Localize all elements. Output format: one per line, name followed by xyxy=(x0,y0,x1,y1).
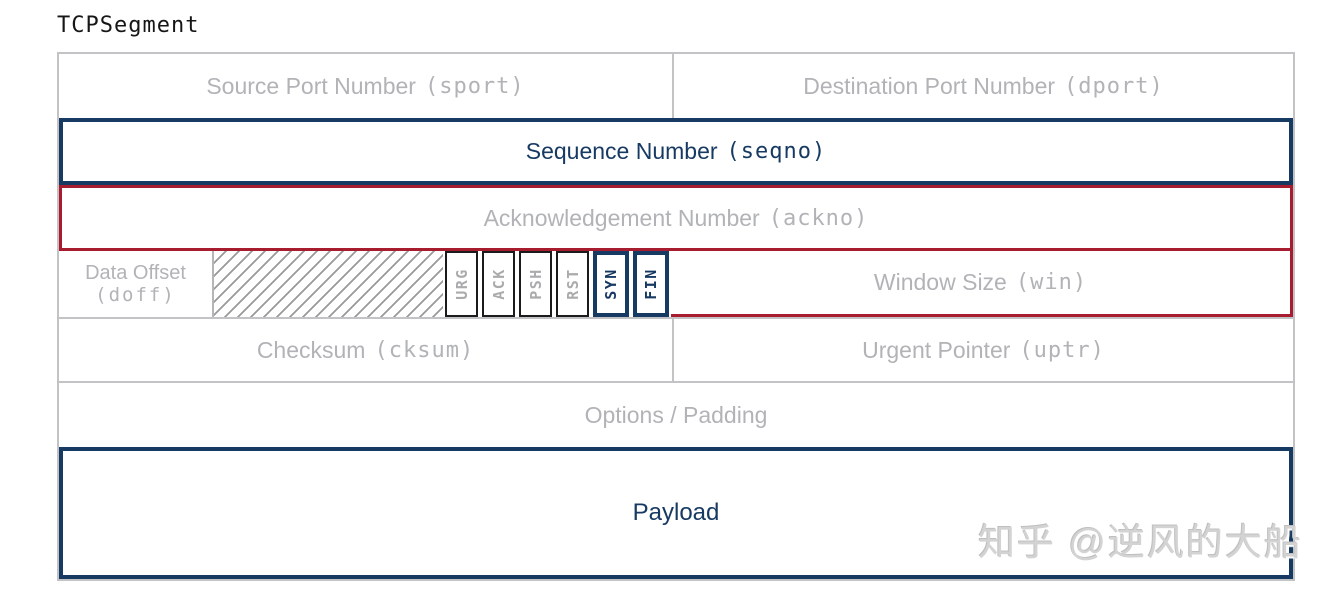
flag-urg-label: URG xyxy=(452,268,471,300)
row-flags: Data Offset (doff) URG ACK PSH RST SYN F… xyxy=(59,251,1293,317)
sequence-number-code: (seqno) xyxy=(726,139,827,164)
window-size-label: Window Size xyxy=(873,269,1007,295)
diagram-title: TCPSegment xyxy=(57,13,200,38)
field-sequence-number: Sequence Number (seqno) xyxy=(59,118,1293,185)
flag-rst-label: RST xyxy=(563,268,582,300)
data-offset-code: (doff) xyxy=(95,283,176,306)
field-window-size: Window Size (win) xyxy=(671,251,1293,317)
destination-port-code: (dport) xyxy=(1064,73,1164,99)
options-padding-label: Options / Padding xyxy=(584,401,768,428)
flag-fin: FIN xyxy=(633,251,669,317)
row-ports: Source Port Number (sport) Destination P… xyxy=(59,54,1293,118)
sequence-number-label: Sequence Number xyxy=(525,138,718,164)
flag-fin-label: FIN xyxy=(642,268,660,300)
field-source-port: Source Port Number (sport) xyxy=(59,54,674,118)
flag-psh-label: PSH xyxy=(526,268,545,300)
checksum-code: (cksum) xyxy=(374,337,475,363)
field-acknowledgement-number: Acknowledgement Number (ackno) xyxy=(59,185,1293,251)
field-options-padding: Options / Padding xyxy=(59,383,1293,447)
urgent-pointer-code: (uptr) xyxy=(1019,337,1105,363)
data-offset-label: Data Offset xyxy=(85,261,186,284)
reserved-bits-hatched-area xyxy=(212,251,443,317)
destination-port-label: Destination Port Number xyxy=(803,72,1056,99)
acknowledgement-number-label: Acknowledgement Number xyxy=(483,204,760,231)
flag-psh: PSH xyxy=(519,251,552,317)
checksum-label: Checksum xyxy=(256,336,366,363)
payload-label: Payload xyxy=(632,499,720,526)
flag-syn: SYN xyxy=(593,251,629,317)
field-payload: Payload xyxy=(59,447,1293,579)
flag-syn-label: SYN xyxy=(602,268,620,300)
flag-urg: URG xyxy=(445,251,478,317)
row-checksum: Checksum (cksum) Urgent Pointer (uptr) xyxy=(59,317,1293,383)
tcp-segment-table: Source Port Number (sport) Destination P… xyxy=(57,52,1295,581)
acknowledgement-number-code: (ackno) xyxy=(768,205,869,231)
flag-ack: ACK xyxy=(482,251,515,317)
urgent-pointer-label: Urgent Pointer xyxy=(862,336,1011,363)
zhihu-watermark: 知乎 @逆风的大船 xyxy=(978,522,1303,563)
field-checksum: Checksum (cksum) xyxy=(59,319,674,381)
source-port-label: Source Port Number xyxy=(206,72,416,99)
source-port-code: (sport) xyxy=(424,73,525,99)
field-data-offset: Data Offset (doff) xyxy=(59,251,212,317)
field-urgent-pointer: Urgent Pointer (uptr) xyxy=(674,319,1293,381)
flag-rst: RST xyxy=(556,251,589,317)
field-destination-port: Destination Port Number (dport) xyxy=(674,54,1293,118)
window-size-code: (win) xyxy=(1015,270,1088,295)
flag-ack-label: ACK xyxy=(489,268,508,300)
